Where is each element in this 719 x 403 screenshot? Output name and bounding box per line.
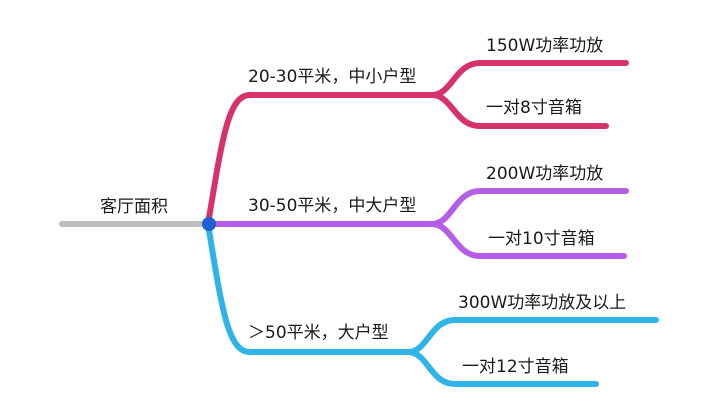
branch-connector-1 — [205, 92, 435, 227]
branch-label-1: 20-30平米，中小户型 — [248, 67, 416, 87]
leaf-label-2-2: 一对10寸音箱 — [488, 229, 595, 249]
root-label: 客厅面积 — [100, 197, 168, 217]
leaf-label-1-2: 一对8寸音箱 — [486, 98, 582, 118]
branch-connector-3 — [205, 221, 411, 355]
leaf-label-1-1: 150W功率功放 — [486, 36, 603, 56]
leaf-connector-2-2 — [429, 221, 627, 259]
branch-label-3: ＞50平米，大户型 — [248, 323, 389, 343]
branch-label-2: 30-50平米，中大户型 — [248, 196, 416, 216]
leaf-connector-3-1 — [405, 317, 659, 355]
leaf-connector-1-1 — [429, 60, 629, 98]
leaf-label-2-1: 200W功率功放 — [486, 164, 603, 184]
leaf-label-3-2: 一对12寸音箱 — [462, 357, 569, 377]
center-node — [202, 217, 216, 231]
leaf-connector-3-2 — [405, 349, 599, 387]
leaf-connector-2-1 — [429, 188, 629, 227]
leaf-label-3-1: 300W功率功放及以上 — [458, 293, 626, 313]
leaf-connector-1-2 — [429, 92, 609, 129]
